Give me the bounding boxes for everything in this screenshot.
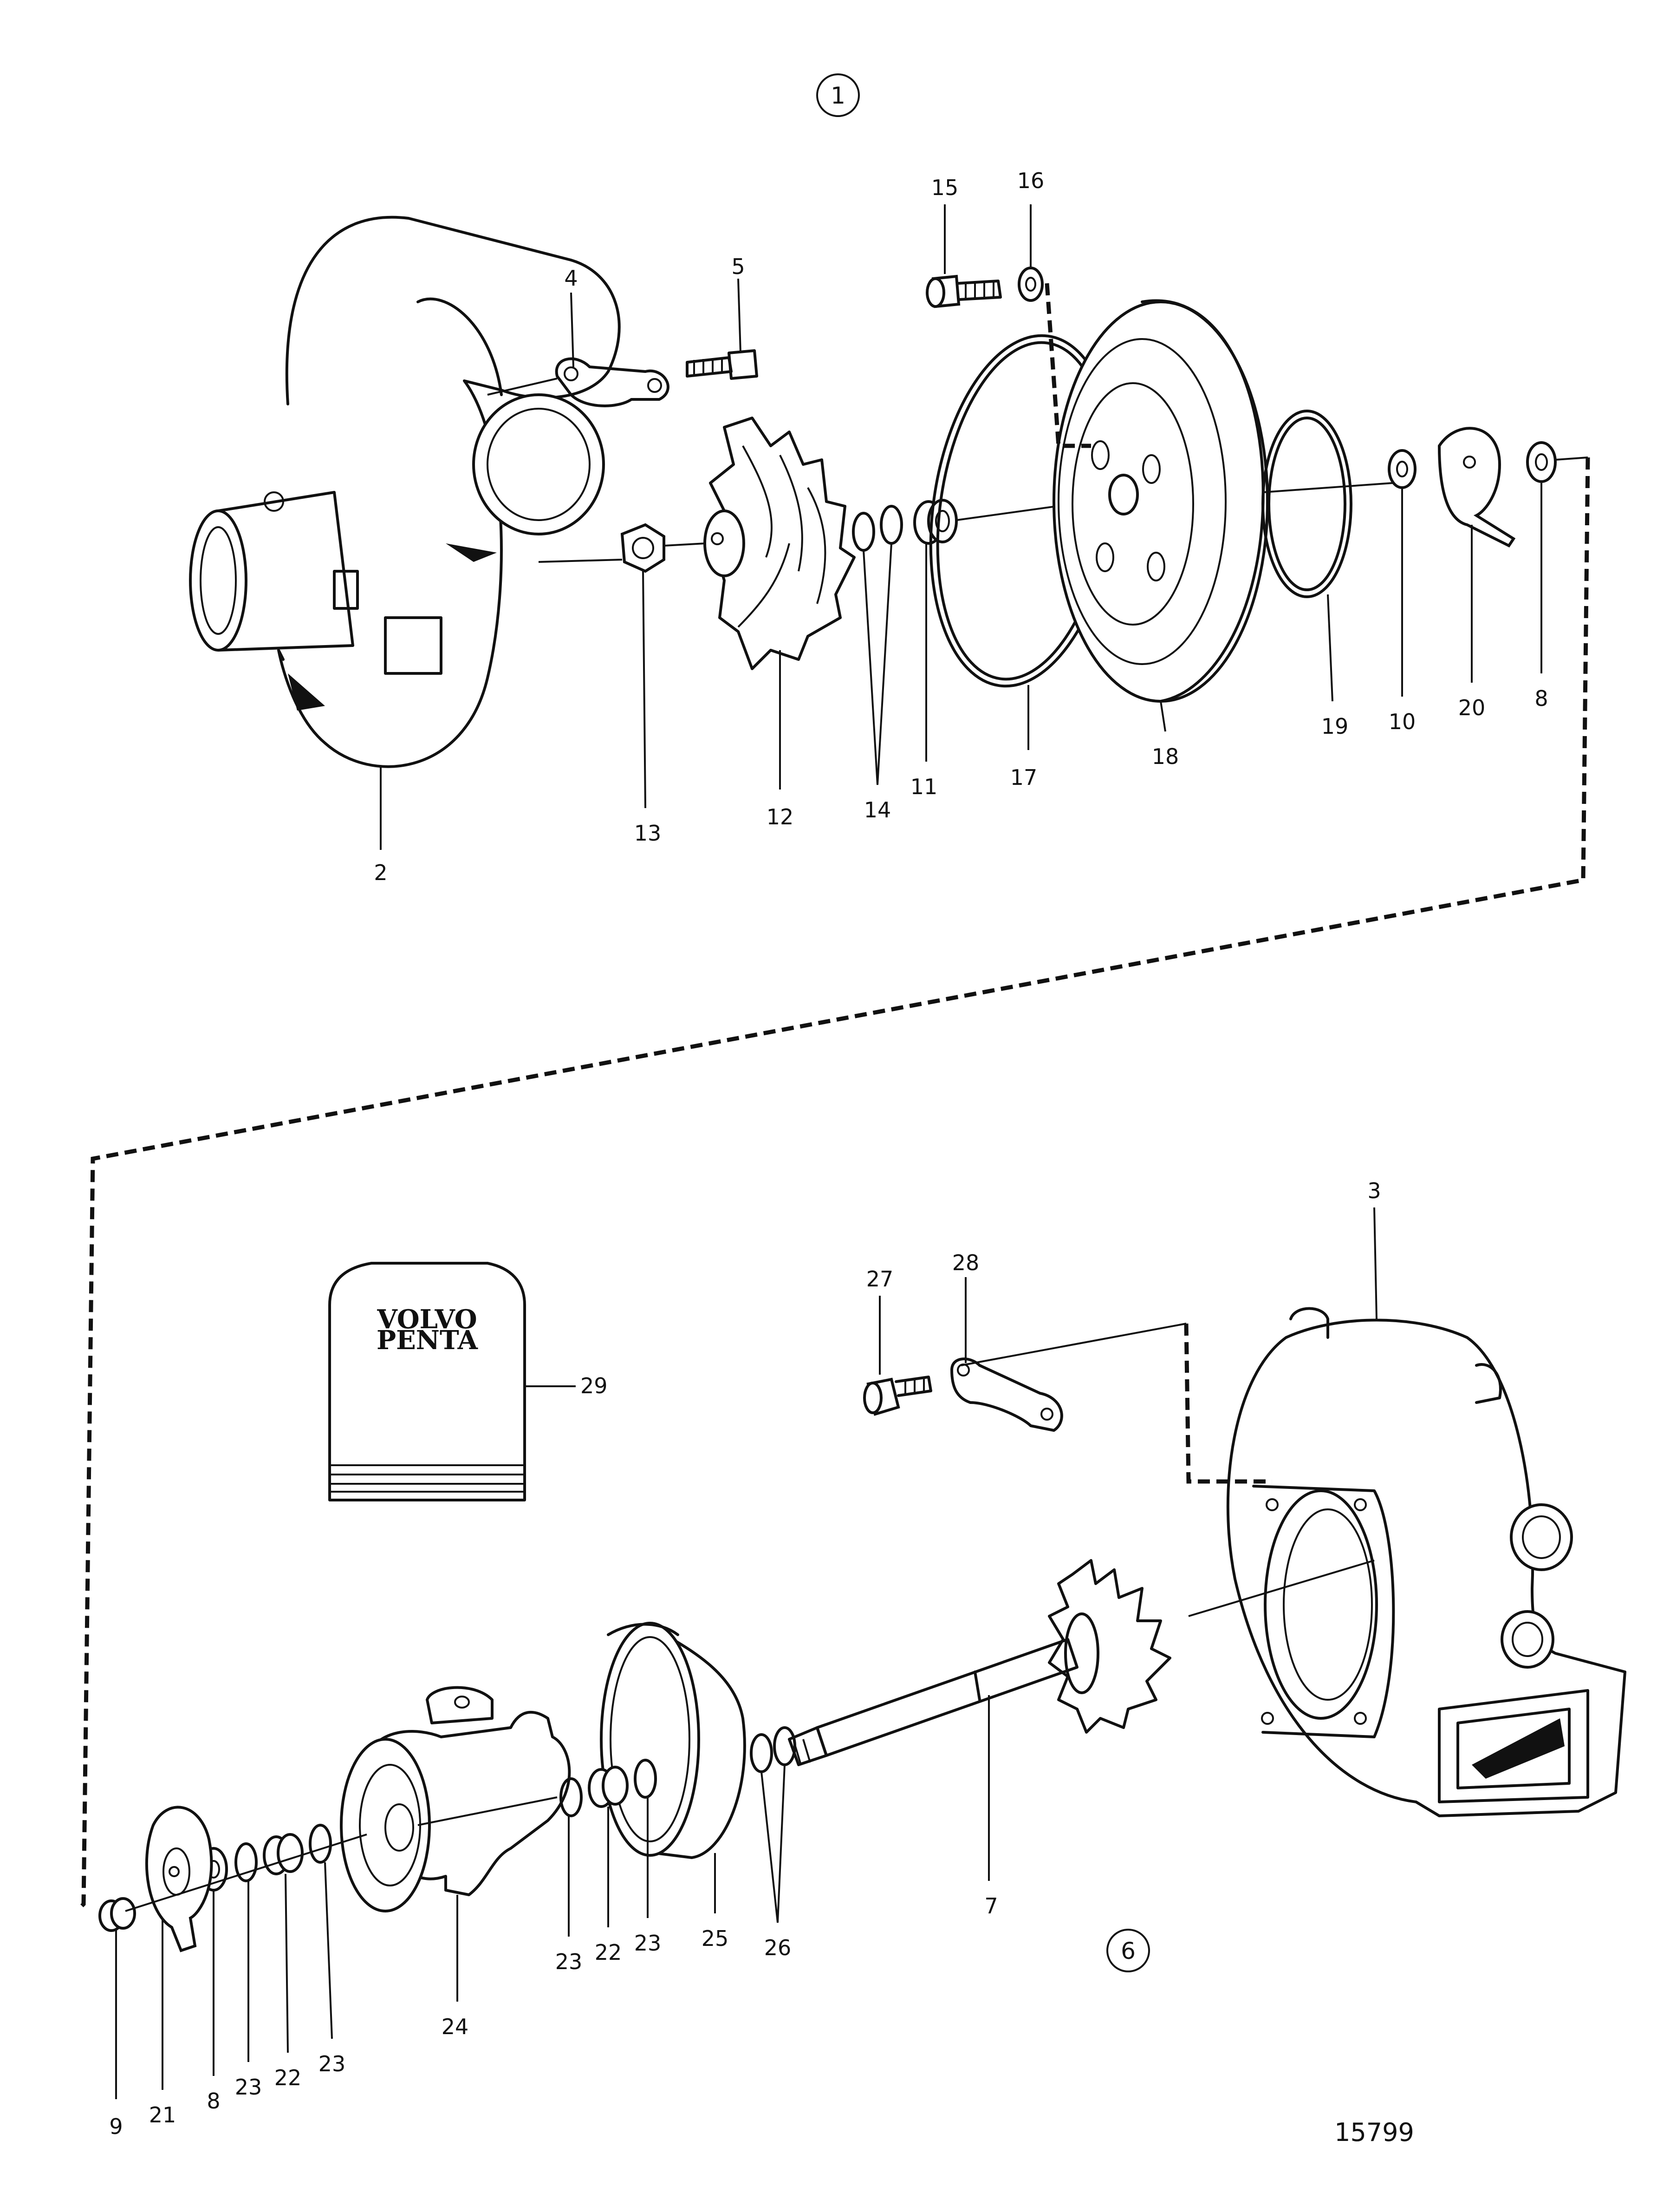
compressor-housing xyxy=(189,215,621,768)
ring-14b xyxy=(880,505,903,545)
part-label-23a: 23 xyxy=(555,1949,583,1974)
part-label-10: 10 xyxy=(1389,709,1416,734)
washer-10 xyxy=(1388,449,1417,489)
part-label-12: 12 xyxy=(767,804,794,829)
section-marker-6: 6 xyxy=(1106,1929,1150,1972)
section-marker-6-label: 6 xyxy=(1121,1938,1136,1964)
bearing-housing-24 xyxy=(340,1686,571,1912)
bushing-22b xyxy=(588,1766,629,1808)
bolt-5 xyxy=(686,349,758,380)
circlip-23b xyxy=(634,1759,657,1799)
part-label-23d: 23 xyxy=(318,2051,346,2076)
part-label-29: 29 xyxy=(580,1373,608,1398)
assembly-link-dashed-line xyxy=(77,457,1590,1911)
top-part-labels: 2 4 5 13 12 14 11 17 18 15 16 19 10 20 8 xyxy=(374,168,1548,885)
bracket-28 xyxy=(950,1357,1063,1432)
part-label-28: 28 xyxy=(952,1250,980,1275)
turbine-housing xyxy=(1226,1307,1626,1817)
part-label-22a: 22 xyxy=(274,2065,302,2090)
part-label-9: 9 xyxy=(109,2114,123,2139)
washer-8-top xyxy=(1526,441,1557,483)
bolt-15 xyxy=(926,274,1002,308)
part-label-8-top: 8 xyxy=(1534,686,1548,711)
section-marker-1: 1 xyxy=(816,73,860,117)
part-label-22b: 22 xyxy=(595,1940,622,1965)
compressor-wheel xyxy=(703,417,856,670)
washer-16 xyxy=(1018,267,1044,302)
nut-9 xyxy=(98,1897,136,1932)
circlip-23d xyxy=(309,1824,332,1864)
back-plate-18 xyxy=(1053,299,1269,703)
part-label-16: 16 xyxy=(1017,168,1045,193)
part-label-21: 21 xyxy=(149,2102,176,2127)
part-label-23c: 23 xyxy=(235,2075,262,2100)
volvo-penta-kit-29: VOLVO PENTA 29 xyxy=(328,1262,608,1501)
logo-line-2: PENTA xyxy=(377,1325,479,1356)
part-label-4: 4 xyxy=(564,266,578,291)
part-label-5: 5 xyxy=(731,254,745,279)
bushing-22a xyxy=(263,1833,304,1875)
part-label-7: 7 xyxy=(984,1893,998,1918)
section-marker-1-label: 1 xyxy=(831,82,845,109)
part-label-25: 25 xyxy=(702,1926,729,1951)
part-label-18: 18 xyxy=(1152,744,1179,769)
o-ring-19 xyxy=(1261,410,1352,598)
bushing-11 xyxy=(913,499,958,545)
part-label-8-bottom: 8 xyxy=(207,2088,220,2114)
part-label-15: 15 xyxy=(931,175,959,200)
thrust-washer-21 xyxy=(145,1806,213,1952)
part-label-27: 27 xyxy=(866,1266,894,1292)
part-label-26: 26 xyxy=(764,1935,792,1960)
part-label-3: 3 xyxy=(1367,1178,1381,1203)
part-label-20: 20 xyxy=(1458,695,1486,720)
part-label-23b: 23 xyxy=(634,1931,662,1956)
ring-26a xyxy=(750,1733,773,1773)
figure-number: 15799 xyxy=(1334,2118,1414,2147)
bottom-part-labels: 3 27 28 7 26 25 23 22 23 24 23 22 23 8 2… xyxy=(109,1178,1381,2139)
part-label-24: 24 xyxy=(442,2014,469,2039)
circlip-23c xyxy=(234,1842,258,1882)
heat-shield-25 xyxy=(600,1622,746,1859)
logo-line-1: VOLVO xyxy=(377,1304,477,1335)
part-label-11: 11 xyxy=(910,774,938,799)
turbine-wheel-shaft xyxy=(788,1559,1171,1766)
part-label-19: 19 xyxy=(1321,714,1349,739)
part-label-13: 13 xyxy=(634,821,662,846)
ring-14a xyxy=(852,512,875,552)
bracket-4 xyxy=(555,357,669,407)
part-label-14: 14 xyxy=(864,797,891,822)
part-label-2: 2 xyxy=(374,860,387,885)
lock-plate-20 xyxy=(1437,427,1516,548)
bolt-27 xyxy=(863,1376,932,1416)
bracket-28-link-dashed-line xyxy=(1184,1323,1272,1484)
circlip-23a xyxy=(559,1777,583,1817)
part-label-17: 17 xyxy=(1010,765,1038,790)
nut-13 xyxy=(620,523,665,573)
